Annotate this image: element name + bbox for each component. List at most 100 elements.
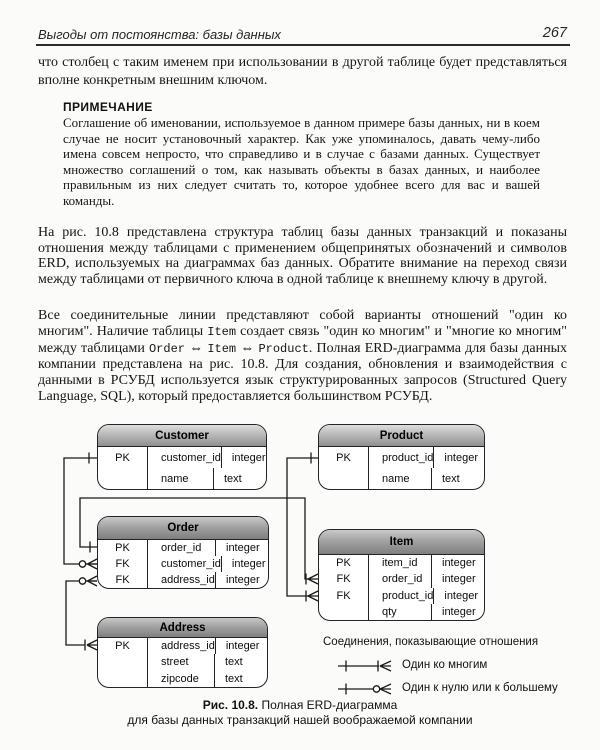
crow-foot-icon: [87, 558, 98, 570]
figure-caption-line2: для базы данных транзакций нашей воображ…: [127, 713, 473, 727]
cell-key: FK: [319, 571, 369, 588]
note-heading: ПРИМЕЧАНИЕ: [63, 100, 153, 114]
erd-table-customer: Customer PK customer_id integer name tex…: [97, 424, 267, 490]
cell-field: customer_id: [148, 447, 222, 468]
zero-circle-icon: [372, 685, 381, 693]
cell-type: integer: [226, 542, 260, 554]
table-row: qty integer: [319, 603, 484, 620]
crow-foot-icon: [379, 660, 392, 672]
erd-table-address: Address PK address_id integer street tex…: [97, 617, 268, 688]
erd-table-address-title: Address: [98, 618, 267, 638]
cell-key: PK: [319, 447, 369, 468]
legend-one-to-zero-label: Один к нулю или к большему: [402, 682, 558, 694]
erd-table-item-title: Item: [319, 530, 484, 555]
figure-title: Полная ERD-диаграмма: [258, 698, 398, 712]
table-row: zipcode text: [98, 670, 267, 687]
cell-key: [98, 654, 148, 671]
paragraph-3-text: . Полная ERD-диаграмма для базы данных к…: [38, 340, 568, 404]
crow-foot-icon: [379, 683, 392, 695]
cell-field: product_id: [369, 587, 435, 604]
legend-title: Соединения, показывающие отношения: [323, 636, 539, 648]
erd-table-order: Order PK order_id integer FK customer_id…: [97, 516, 269, 589]
table-row: PK address_id integer: [98, 638, 267, 655]
figure-caption-line1: Рис. 10.8. Полная ERD-диаграмма: [0, 698, 600, 713]
paragraph-2: На рис. 10.8 представлена структура табл…: [38, 225, 567, 288]
cell-field: qty: [369, 603, 432, 620]
cell-key: PK: [98, 638, 148, 655]
table-row: street text: [98, 654, 267, 671]
table-row: FK address_id integer: [98, 572, 268, 588]
crow-foot-icon: [86, 639, 98, 651]
code-item: Item: [207, 324, 237, 339]
erd-table-order-title: Order: [98, 517, 268, 540]
table-row: FK product_id integer: [319, 587, 484, 604]
page-number: 267: [542, 25, 567, 41]
connector-product-item: [286, 457, 318, 597]
cell-type: integer: [442, 605, 476, 618]
cell-key: [98, 670, 148, 687]
cell-field: item_id: [369, 555, 432, 572]
running-head-title: Выгоды от постоянства: базы данных: [38, 27, 281, 42]
paragraph-3-text: Все соединительные линии представляют со…: [38, 308, 567, 339]
cell-key: PK: [98, 540, 148, 556]
table-row: PK product_id integer: [319, 447, 484, 468]
cell-key: PK: [319, 555, 369, 572]
cell-field: address_id: [148, 572, 216, 588]
double-arrow-icon: ⇔: [236, 340, 259, 356]
zero-circle-icon: [78, 560, 87, 568]
cell-key: PK: [98, 447, 148, 468]
cell-field: street: [148, 654, 215, 671]
cell-type: integer: [444, 589, 479, 602]
cell-field: order_id: [148, 540, 216, 556]
cell-type: integer: [231, 558, 266, 570]
crow-foot-icon: [307, 590, 319, 602]
cell-field: order_id: [369, 571, 432, 588]
cell-key: FK: [319, 587, 369, 604]
connector-customer-order: [63, 457, 97, 565]
cell-key: [319, 468, 369, 489]
code-order: Order: [148, 341, 185, 356]
table-row: FK order_id integer: [319, 571, 484, 588]
cell-field: zipcode: [148, 670, 215, 687]
cell-type: integer: [444, 451, 479, 464]
table-row: PK order_id integer: [98, 540, 268, 556]
table-row: PK customer_id integer: [98, 447, 266, 468]
code-product: Product: [258, 341, 309, 356]
cell-key: FK: [98, 556, 148, 572]
cell-key: [319, 603, 369, 620]
cell-type: text: [224, 472, 242, 485]
crow-foot-icon: [307, 573, 319, 585]
erd-table-item: Item PK item_id integer FK order_id inte…: [318, 529, 485, 621]
cell-type: integer: [442, 557, 476, 570]
table-row: FK customer_id integer: [98, 556, 268, 572]
erd-table-product: Product PK product_id integer name text: [318, 424, 485, 490]
code-item: Item: [207, 341, 237, 356]
cell-key: [98, 468, 148, 489]
figure-number: Рис. 10.8.: [202, 698, 259, 712]
cell-field: address_id: [148, 638, 216, 655]
table-row: name text: [98, 468, 266, 489]
note-body: Соглашение об именовании, используемое в…: [63, 115, 540, 208]
erd-table-customer-title: Customer: [98, 425, 266, 447]
cell-field: customer_id: [148, 556, 222, 572]
cell-key: FK: [98, 572, 148, 588]
cell-type: text: [225, 672, 243, 685]
cell-type: integer: [225, 640, 260, 653]
table-row: PK item_id integer: [319, 555, 484, 572]
double-arrow-icon: ⇔: [185, 340, 208, 356]
cell-type: integer: [231, 451, 266, 464]
cell-field: product_id: [369, 447, 435, 468]
table-row: name text: [319, 468, 484, 489]
connector-order-address: [65, 580, 97, 646]
erd-table-product-title: Product: [319, 425, 484, 447]
paragraph-3: Все соединительные линии представляют со…: [38, 308, 567, 405]
paragraph-3-text: создает связь "один ко многим" и "многие…: [38, 323, 567, 356]
cell-type: text: [225, 656, 243, 669]
cell-type: integer: [442, 573, 476, 586]
crow-foot-icon: [87, 575, 98, 587]
cell-type: text: [442, 472, 460, 485]
paragraph-1: что столбец с таким именем при использов…: [38, 55, 567, 88]
header-rule: [36, 44, 570, 46]
legend-one-to-many-label: Один ко многим: [402, 659, 488, 671]
